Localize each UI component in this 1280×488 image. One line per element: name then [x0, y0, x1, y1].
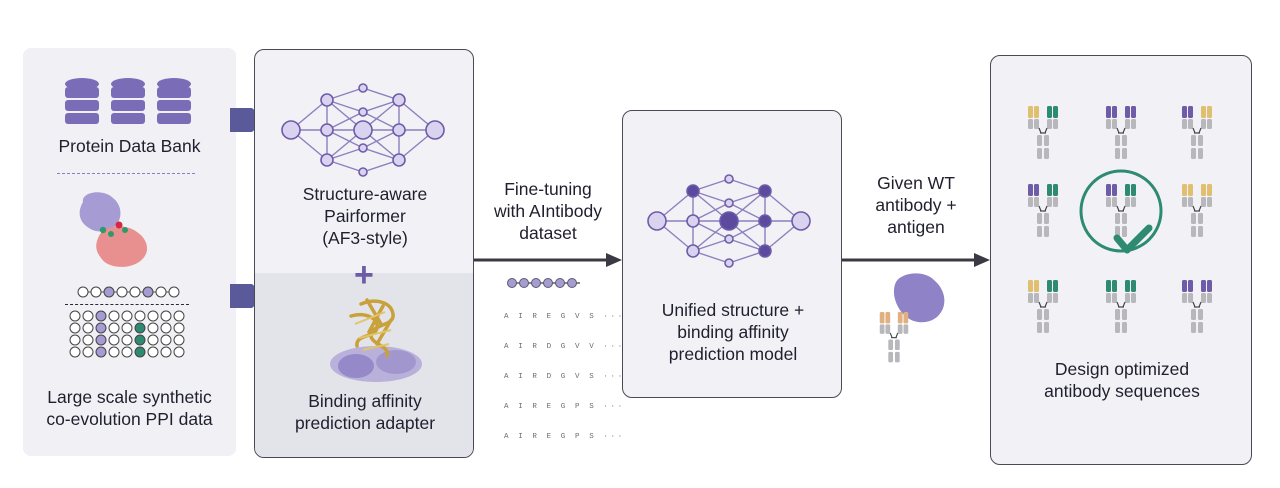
network-node — [358, 107, 368, 117]
msa-divider — [65, 304, 189, 305]
sequence-row: A I R E G P S ··· — [504, 403, 625, 411]
antibody-icon — [1182, 184, 1212, 237]
finetune-label: Fine-tuning with AIntibody dataset — [494, 179, 602, 243]
network-node — [281, 120, 301, 140]
antibody-grid — [1028, 106, 1212, 333]
ppi-label: Large scale synthetic co-evolution PPI d… — [46, 387, 213, 429]
output-label: Design optimized antibody sequences — [1044, 359, 1200, 401]
neural-network-icon — [647, 174, 811, 268]
antibody-icon — [1182, 280, 1212, 333]
network-node — [358, 167, 368, 177]
checkmark-icon — [1113, 224, 1153, 254]
neural-network-icon — [281, 83, 445, 177]
antibody-icon — [879, 312, 909, 363]
finetune-arrow — [474, 253, 622, 267]
network-node — [724, 258, 734, 268]
pdb-label: Protein Data Bank — [58, 136, 201, 156]
network-node — [392, 123, 406, 137]
network-node — [758, 244, 772, 258]
network-node — [392, 153, 406, 167]
sequence-header-icon — [507, 278, 580, 288]
network-node — [724, 174, 734, 184]
sequence-row: A I R E G V S ··· — [504, 313, 625, 321]
sequence-row: A I R D G V S ··· — [504, 373, 625, 381]
pairformer-label: Structure-aware Pairformer (AF3-style) — [302, 184, 428, 248]
antibody-icon — [1028, 106, 1058, 159]
network-node — [686, 214, 700, 228]
network-node — [686, 184, 700, 198]
database-icon — [65, 78, 191, 124]
adapter-label: Binding affinity prediction adapter — [294, 391, 436, 433]
network-node — [353, 120, 373, 140]
data-sources-panel: Protein Data Bank Large scale synthetic … — [23, 48, 236, 456]
antibody-icon — [1106, 280, 1136, 333]
given-arrow — [842, 253, 990, 267]
network-node — [719, 211, 739, 231]
network-node — [758, 214, 772, 228]
model-panel: Structure-aware Pairformer (AF3-style) +… — [254, 49, 474, 458]
network-node — [358, 143, 368, 153]
network-node — [358, 83, 368, 93]
msa-grid-icon — [69, 286, 185, 358]
antibody-icon — [1028, 184, 1058, 237]
unified-label: Unified structure + binding affinity pre… — [661, 300, 805, 364]
network-node — [758, 184, 772, 198]
protein-complex-icon — [79, 192, 148, 267]
network-node — [320, 93, 334, 107]
network-node — [320, 153, 334, 167]
protein-structure-icon — [330, 298, 422, 382]
divider — [57, 173, 195, 174]
output-panel: Design optimized antibody sequences — [990, 55, 1252, 465]
plus-sign: + — [354, 256, 374, 294]
antibody-icon — [1182, 106, 1212, 159]
network-node — [724, 198, 734, 208]
network-node — [320, 123, 334, 137]
network-node — [686, 244, 700, 258]
selection-ring — [1079, 169, 1163, 253]
network-node — [647, 211, 667, 231]
given-label: Given WT antibody + antigen — [875, 173, 957, 237]
sequence-row: A I R D G V V ··· — [504, 343, 625, 351]
antibody-icon — [1106, 184, 1136, 237]
antigen-antibody-icon — [879, 273, 945, 363]
unified-model-panel: Unified structure + binding affinity pre… — [622, 110, 842, 398]
antibody-icon — [1028, 280, 1058, 333]
sequence-row: A I R E G P S ··· — [504, 433, 625, 441]
network-node — [425, 120, 445, 140]
antibody-icon — [1106, 106, 1136, 159]
network-node — [724, 234, 734, 244]
network-node — [392, 93, 406, 107]
sequence-alignment: A I R E G V S ··· A I R D G V V ··· A I … — [504, 292, 625, 452]
network-node — [791, 211, 811, 231]
